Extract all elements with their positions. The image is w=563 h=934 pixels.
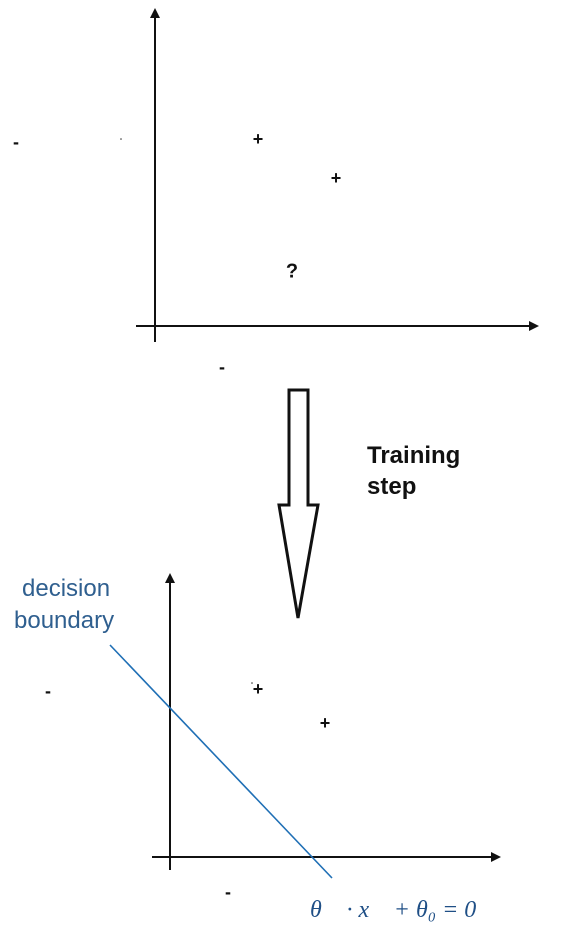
bottom-points: + + - - <box>45 679 330 902</box>
top-points: + +? - - <box>13 129 341 377</box>
bottom-positive-point: + <box>253 679 264 699</box>
step-label: step <box>367 473 416 500</box>
stray-dot <box>251 682 253 684</box>
training-label: Training <box>367 442 460 469</box>
boundary-label-line1: decision <box>22 575 110 602</box>
stray-dot <box>120 138 122 140</box>
decision-boundary-line <box>109 644 333 879</box>
top-negative-point: - <box>219 357 225 377</box>
bottom-positive-point: + <box>320 713 331 733</box>
top-positive-point: + <box>331 168 342 188</box>
boundary-label-line2: boundary <box>14 607 114 634</box>
bottom-plot: + + - - decision boundary θ⃗ · x⃗ + θ₀ = 0 <box>14 573 501 923</box>
top-unknown-point: ? <box>286 260 298 282</box>
training-arrow: Training step <box>277 388 460 619</box>
top-positive-point: + <box>253 129 264 149</box>
bottom-negative-point: - <box>225 882 231 902</box>
top-negative-point: - <box>13 132 19 152</box>
top-plot: + +? - - <box>13 8 539 377</box>
hollow-down-arrow <box>277 388 320 619</box>
boundary-equation: θ⃗ · x⃗ + θ₀ = 0 <box>310 897 476 923</box>
bottom-negative-point: - <box>45 681 51 701</box>
